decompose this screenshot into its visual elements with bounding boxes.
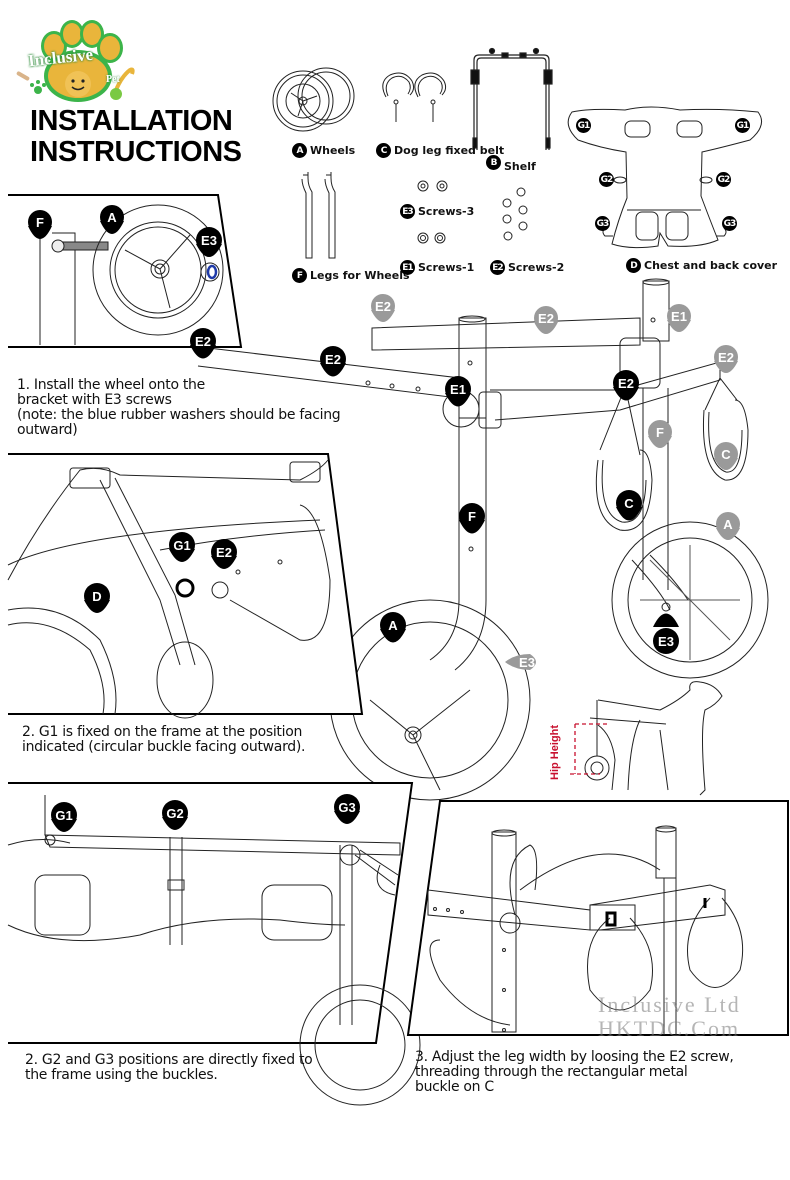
step2a-pin-e2: E2 xyxy=(211,539,237,569)
parts-drawings xyxy=(272,47,763,259)
svg-text:A: A xyxy=(388,618,398,633)
step1-pin-a: A xyxy=(100,205,124,234)
svg-text:E2: E2 xyxy=(325,352,341,367)
badge-e2: E2 xyxy=(490,260,505,275)
cover-marker-g3-right: G3 xyxy=(722,216,737,231)
wheels-drawing xyxy=(272,67,355,132)
watermark: Inclusive Ltd HKTDC.Com xyxy=(598,992,741,1041)
cover-marker-g3-left: G3 xyxy=(595,216,610,231)
badge-d: D xyxy=(626,258,641,273)
svg-text:D: D xyxy=(92,589,101,604)
step2a-panel: D G1 E2 xyxy=(7,453,364,719)
page-title: INSTALLATION INSTRUCTIONS xyxy=(30,106,242,168)
chest-back-cover-drawing xyxy=(567,106,763,249)
page-title-line1: INSTALLATION xyxy=(30,105,233,137)
paw-logo-icon xyxy=(16,20,135,102)
pin-e2-front-mid: E2 xyxy=(320,346,346,377)
blue-washer-icon xyxy=(206,264,218,280)
pin-e2-back-left-light: E2 xyxy=(371,294,395,322)
svg-text:G1: G1 xyxy=(173,538,190,553)
badge-e1: E1 xyxy=(400,260,415,275)
leg-belts-drawing xyxy=(382,72,447,122)
step1-pin-f: F xyxy=(28,210,52,239)
pin-c-belt: C xyxy=(616,490,642,521)
pin-e2-back-right-light: E2 xyxy=(714,345,738,373)
pin-f-leg: F xyxy=(459,503,485,534)
pin-e2-back-mid-light: E2 xyxy=(534,306,558,334)
svg-text:E2: E2 xyxy=(538,311,554,326)
badge-e3: E3 xyxy=(400,204,415,219)
logo-brand-subtext: Pet xyxy=(106,74,120,85)
svg-text:G1: G1 xyxy=(55,808,72,823)
badge-c: C xyxy=(376,143,391,158)
pin-e2-side: E2 xyxy=(613,370,639,401)
svg-text:E1: E1 xyxy=(450,382,466,397)
svg-text:A: A xyxy=(107,210,117,225)
pin-e1-front: E1 xyxy=(445,376,471,407)
svg-text:E2: E2 xyxy=(375,299,391,314)
svg-text:G3: G3 xyxy=(338,800,355,815)
brand-logo: Inclusive Pet xyxy=(8,18,143,108)
svg-text:E2: E2 xyxy=(618,376,634,391)
svg-text:C: C xyxy=(624,496,634,511)
badge-b: B xyxy=(486,155,501,170)
pin-f-right-light: F xyxy=(648,420,672,448)
screws-drawing xyxy=(417,180,528,244)
pin-a-right-light: A xyxy=(716,512,740,540)
step2b-panel: G1 G2 G3 xyxy=(7,782,421,1106)
step2b-pin-g1: G1 xyxy=(51,802,77,832)
cover-marker-g2-right: G2 xyxy=(716,172,731,187)
svg-text:E2: E2 xyxy=(216,545,232,560)
step2b-pin-g2: G2 xyxy=(162,800,188,830)
step1-pin-e3: E3 xyxy=(196,227,222,257)
badge-a: A xyxy=(292,143,307,158)
svg-text:E3: E3 xyxy=(201,233,217,248)
svg-text:F: F xyxy=(468,509,476,524)
svg-text:E2: E2 xyxy=(195,334,211,349)
badge-f: F xyxy=(292,268,307,283)
step3-panel xyxy=(406,800,789,1036)
hip-height-guide xyxy=(570,723,610,775)
assembly-pins: E2 E2 E1 E2 F C A E3 E2 E2 E1 E2 F C A E… xyxy=(190,294,740,670)
step1-panel: F A E3 xyxy=(8,194,243,348)
svg-text:C: C xyxy=(721,447,731,462)
step2a-instructions: 2. G1 is fixed on the frame at the posit… xyxy=(22,724,306,755)
svg-text:E3: E3 xyxy=(519,655,535,670)
step2b-pin-g3: G3 xyxy=(334,794,360,824)
svg-text:E3: E3 xyxy=(658,634,674,649)
pin-c-right-light: C xyxy=(714,442,738,470)
svg-text:F: F xyxy=(656,425,664,440)
cover-marker-g1-left: G1 xyxy=(576,118,591,133)
cover-marker-g2-left: G2 xyxy=(599,172,614,187)
step2a-pin-g1: G1 xyxy=(169,532,195,562)
step1-instructions: 1. Install the wheel onto the bracket wi… xyxy=(17,377,341,438)
cover-marker-g1-right: G1 xyxy=(735,118,750,133)
pin-e3-right-wheel: E3 xyxy=(653,613,679,654)
svg-text:E2: E2 xyxy=(718,350,734,365)
pin-e2-front-left: E2 xyxy=(190,328,216,359)
svg-text:E1: E1 xyxy=(671,309,687,324)
svg-text:G2: G2 xyxy=(166,806,183,821)
step3-instructions: 3. Adjust the leg width by loosing the E… xyxy=(415,1049,734,1095)
legs-drawing xyxy=(301,172,336,259)
step2b-instructions: 2. G2 and G3 positions are directly fixe… xyxy=(25,1052,313,1083)
pin-e1-back-light: E1 xyxy=(667,304,691,332)
shelf-drawing xyxy=(470,47,553,150)
hip-height-label: Hip Height xyxy=(549,725,561,780)
step2a-pin-d: D xyxy=(84,583,110,613)
svg-text:F: F xyxy=(36,215,44,230)
pin-e3-left-light: E3 xyxy=(505,654,536,670)
svg-text:A: A xyxy=(723,517,733,532)
page-title-line2: INSTRUCTIONS xyxy=(30,136,242,168)
pin-a-wheel: A xyxy=(380,612,406,643)
